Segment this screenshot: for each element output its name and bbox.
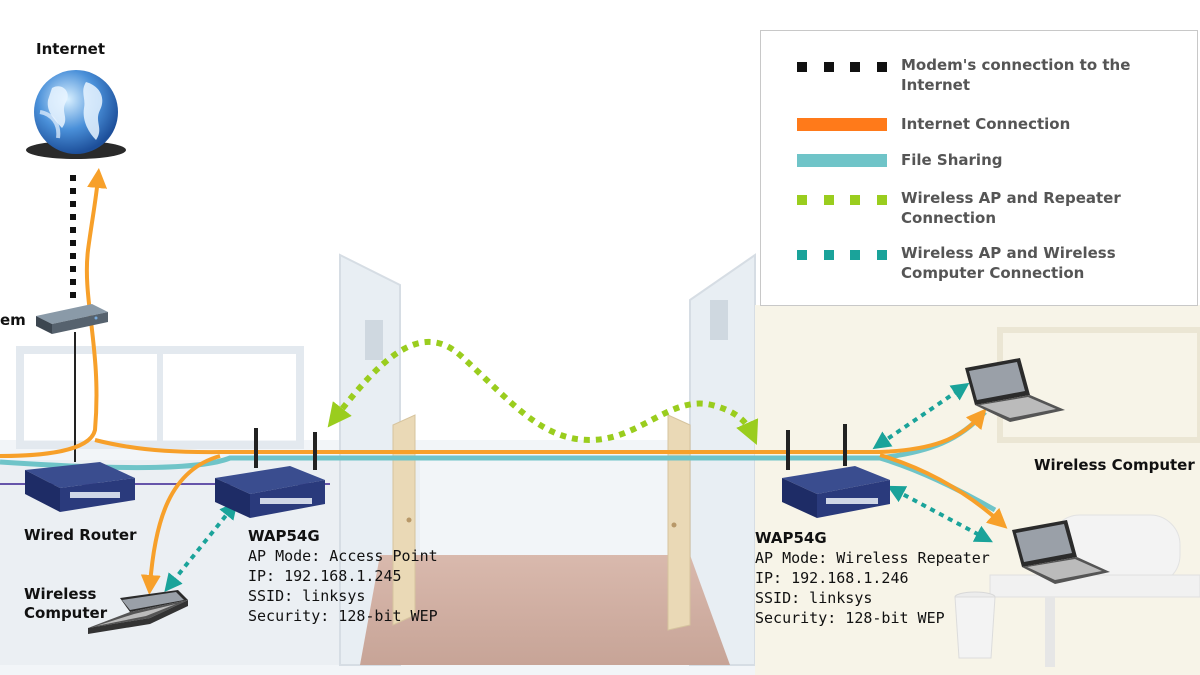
legend-label-ap-computer: Wireless AP and Wireless Computer Connec… (901, 244, 1116, 282)
laptop-left-icon (88, 590, 188, 634)
internet-globe-icon (26, 70, 126, 159)
legend-label-ap-repeater: Wireless AP and Repeater Connection (901, 189, 1121, 227)
legend-swatch-green-dotted (797, 195, 887, 205)
wired-router-icon (25, 462, 135, 512)
ap-computer-link-right-upper (872, 382, 970, 450)
ap-right-security: Security: 128-bit WEP (755, 609, 945, 627)
ap-left-mode: AP Mode: Access Point (248, 547, 438, 565)
legend-box: Modem's connection to the Internet Inter… (760, 30, 1198, 306)
wap54g-left-icon (215, 428, 325, 518)
ap-right-name: WAP54G (755, 529, 827, 547)
ap-left-ssid: SSID: linksys (248, 587, 366, 605)
ap-repeater-link (327, 339, 759, 445)
modem-icon (36, 304, 108, 334)
ap-right-mode: AP Mode: Wireless Repeater (755, 549, 990, 567)
ap-right-ip: IP: 192.168.1.246 (755, 569, 909, 587)
ap-right-ssid: SSID: linksys (755, 589, 873, 607)
laptop-right-lower-icon (1012, 520, 1110, 584)
wireless-computer-left-label: Wireless Computer (24, 585, 108, 622)
legend-label-modem-connection: Modem's connection to the Internet (901, 56, 1131, 94)
laptop-right-upper-icon (965, 358, 1065, 422)
legend-label-file-sharing: File Sharing (901, 151, 1003, 169)
ap-left-ip: IP: 192.168.1.245 (248, 567, 402, 585)
ap-right-info: WAP54G AP Mode: Wireless Repeater IP: 19… (755, 528, 990, 628)
wireless-computer-right-label: Wireless Computer (1034, 456, 1195, 474)
modem-label: em (0, 311, 26, 329)
wired-router-label: Wired Router (24, 526, 137, 544)
legend-label-internet-connection: Internet Connection (901, 115, 1071, 133)
internet-connection-line (0, 168, 108, 458)
legend-swatch-teal-dotted (797, 250, 887, 260)
ap-computer-link-left (164, 500, 238, 593)
legend-swatch-orange-solid (797, 118, 887, 131)
ap-left-name: WAP54G (248, 527, 320, 545)
legend-swatch-teal-solid (797, 154, 887, 167)
ap-computer-link-right-lower (887, 485, 993, 543)
ap-left-info: WAP54G AP Mode: Access Point IP: 192.168… (248, 526, 438, 626)
legend-swatch-black-dotted (797, 62, 887, 72)
ap-left-security: Security: 128-bit WEP (248, 607, 438, 625)
wap54g-right-icon (782, 424, 890, 518)
internet-label: Internet (36, 40, 106, 58)
